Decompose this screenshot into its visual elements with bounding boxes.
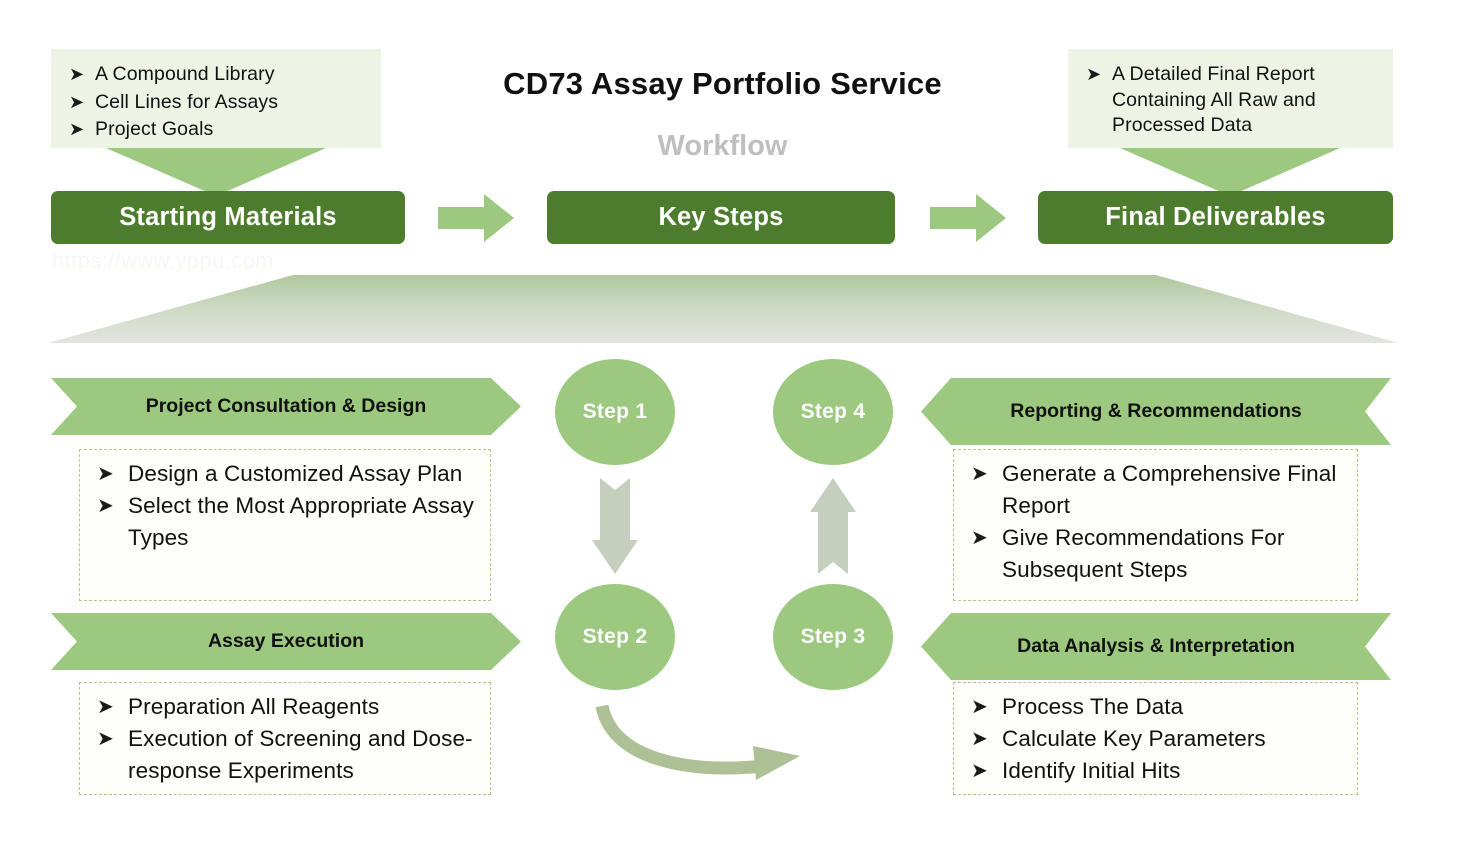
arrow-bullet-icon: ➤ [971,463,988,485]
step-circle-label: Step 4 [800,400,866,423]
step-circle-label: Step 1 [582,400,648,423]
list-item: ➤ Identify Initial Hits [968,755,1347,787]
starting-materials-inputs-panel: ➤ A Compound Library ➤ Cell Lines for Assa… [51,49,381,148]
arrow-bullet-icon: ➤ [97,728,114,750]
list-item: ➤ Calculate Key Parameters [968,723,1347,755]
flow-arrow-1 [438,194,514,242]
chevron-assay-execution[interactable]: Assay Execution [51,613,521,670]
step-circle-4[interactable]: Step 4 [773,359,893,465]
arrow-bullet-icon: ➤ [971,527,988,549]
step-circle-2[interactable]: Step 2 [555,584,675,690]
bullet-list: ➤ Design a Customized Assay Plan ➤ Select … [94,458,480,554]
arrow-bullet-icon: ➤ [1086,64,1102,84]
stage-box-starting-materials[interactable]: Starting Materials [51,191,405,244]
chevron-label: Assay Execution [207,630,365,652]
arrow-bullet-icon: ➤ [69,64,85,84]
bullets-reporting-and-recommendations: ➤ Generate a Comprehensive Final Report ➤… [953,449,1358,601]
list-item: ➤ Process The Data [968,691,1347,723]
list-item: ➤ Design a Customized Assay Plan [94,458,480,490]
bullet-list: ➤ Generate a Comprehensive Final Report ➤… [968,458,1347,586]
inputs-down-triangle-icon [106,148,326,196]
step-circle-1[interactable]: Step 1 [555,359,675,465]
stage-box-label: Key Steps [658,203,784,231]
page-subtitle: Workflow [657,130,788,162]
list-item-label: Cell Lines for Assays [95,90,279,113]
bullets-assay-execution: ➤ Preparation All Reagents ➤ Execution of … [79,682,491,795]
list-item-label: A Compound Library [95,63,275,85]
connector-step3-to-step4 [810,478,856,574]
chevron-label: Data Analysis & Interpretation [1017,635,1295,657]
list-item-label: Process The Data [1002,694,1184,719]
step-circle-label: Step 3 [800,625,866,648]
inputs-list: ➤ A Compound Library ➤ Cell Lines for Assa… [67,62,365,143]
list-item-label: Project Goals [95,118,214,140]
arrow-bullet-icon: ➤ [971,760,988,782]
list-item-label: A Detailed Final Report Containing All R… [1112,63,1316,136]
list-item-label: Identify Initial Hits [1002,758,1181,783]
stage-box-key-steps[interactable]: Key Steps [547,191,895,244]
connector-step2-to-step3 [588,700,858,780]
chevron-label: Reporting & Recommendations [1010,400,1302,422]
stage-box-label: Starting Materials [119,203,337,231]
bullets-data-analysis-and-interpretation: ➤ Process The Data ➤ Calculate Key Paramet… [953,682,1358,795]
chevron-label: Project Consultation & Design [145,395,427,417]
arrow-bullet-icon: ➤ [971,728,988,750]
list-item: ➤ Generate a Comprehensive Final Report [968,458,1347,522]
bullets-project-consultation-and-design: ➤ Design a Customized Assay Plan ➤ Select … [79,449,491,601]
chevron-project-consultation-and-design[interactable]: Project Consultation & Design [51,378,521,435]
arrow-bullet-icon: ➤ [97,696,114,718]
final-deliverables-outputs-panel: ➤ A Detailed Final Report Containing All … [1068,49,1393,148]
page-title: CD73 Assay Portfolio Service [503,66,942,101]
list-item-label: Calculate Key Parameters [1002,726,1266,751]
watermark-text: https://www.yppu.com [52,248,274,273]
list-item-label: Design a Customized Assay Plan [128,461,463,486]
stage-box-label: Final Deliverables [1105,203,1326,231]
list-item-label: Execution of Screening and Dose-response… [128,726,473,783]
bullet-list: ➤ Process The Data ➤ Calculate Key Paramet… [968,691,1347,787]
chevron-data-analysis-and-interpretation[interactable]: Data Analysis & Interpretation [921,613,1391,680]
flow-arrow-2 [930,194,1006,242]
connector-step1-to-step2 [592,478,638,574]
outputs-down-triangle-icon [1120,148,1340,196]
list-item: ➤ Project Goals [67,117,365,143]
arrow-bullet-icon: ➤ [971,696,988,718]
arrow-bullet-icon: ➤ [69,119,85,139]
list-item-label: Generate a Comprehensive Final Report [1002,461,1337,518]
list-item: ➤ A Compound Library [67,62,365,88]
list-item: ➤ Cell Lines for Assays [67,90,365,116]
step-circle-label: Step 2 [582,625,648,648]
list-item: ➤ Give Recommendations For Subsequent Ste… [968,522,1347,586]
list-item-label: Select the Most Appropriate Assay Types [128,493,474,550]
list-item-label: Preparation All Reagents [128,694,380,719]
chevron-reporting-and-recommendations[interactable]: Reporting & Recommendations [921,378,1391,445]
bullet-list: ➤ Preparation All Reagents ➤ Execution of … [94,691,480,787]
outputs-list: ➤ A Detailed Final Report Containing All … [1084,62,1377,139]
stage-box-final-deliverables[interactable]: Final Deliverables [1038,191,1393,244]
list-item: ➤ A Detailed Final Report Containing All … [1084,62,1377,139]
arrow-bullet-icon: ➤ [97,495,114,517]
perspective-banner [48,275,1398,343]
arrow-bullet-icon: ➤ [69,91,85,112]
list-item: ➤ Select the Most Appropriate Assay Types [94,490,480,554]
list-item: ➤ Execution of Screening and Dose-respons… [94,723,480,787]
list-item-label: Give Recommendations For Subsequent Step… [1002,525,1285,582]
step-circle-3[interactable]: Step 3 [773,584,893,690]
list-item: ➤ Preparation All Reagents [94,691,480,723]
arrow-bullet-icon: ➤ [97,463,114,485]
